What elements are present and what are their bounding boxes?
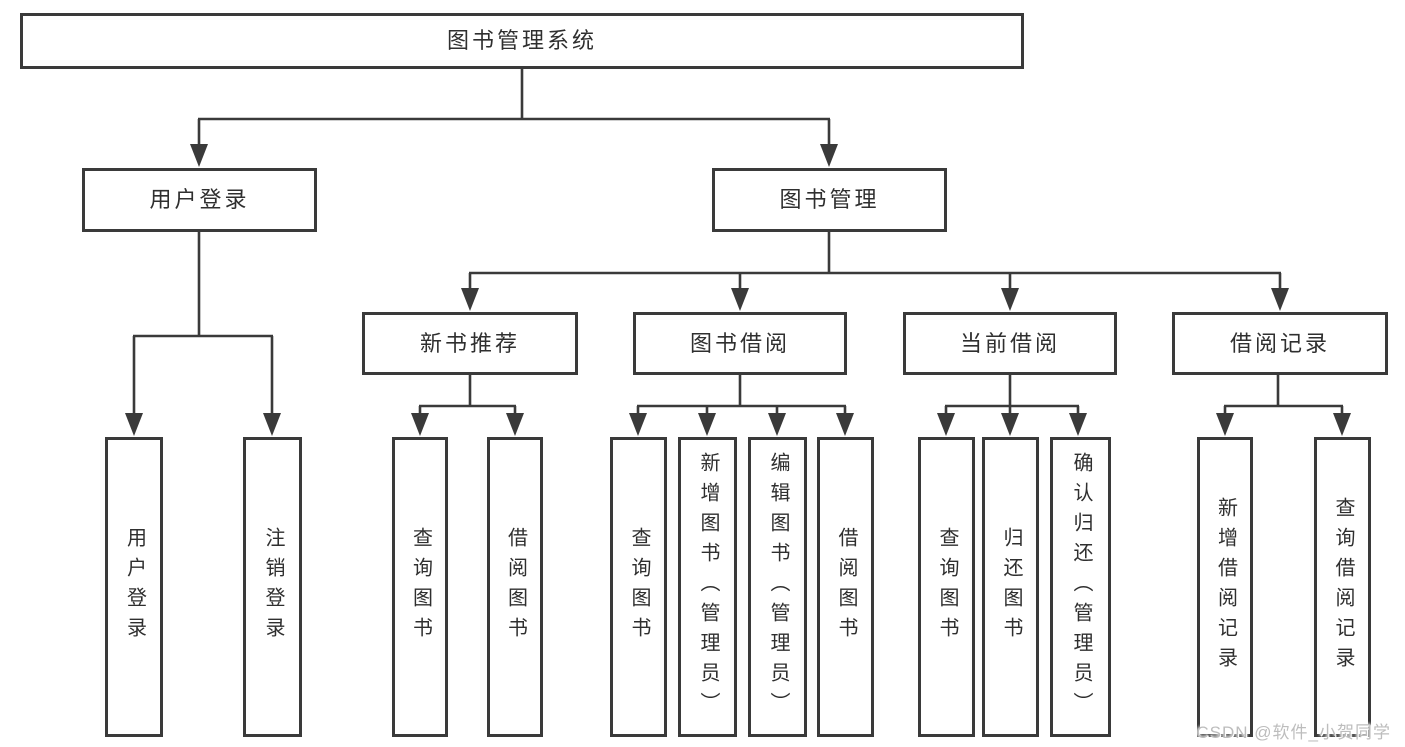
leaf-add-borrow-record: 新增借阅记录 [1197, 437, 1253, 737]
node-new-book-recommend: 新书推荐 [362, 312, 578, 375]
leaf-user-login: 用户登录 [105, 437, 163, 737]
leaf-query-book-c: 查询图书 [918, 437, 975, 737]
node-borrowing-records: 借阅记录 [1172, 312, 1388, 375]
leaf-logout: 注销登录 [243, 437, 302, 737]
node-current-borrowing: 当前借阅 [903, 312, 1117, 375]
leaf-return-book: 归还图书 [982, 437, 1039, 737]
node-book-borrowing: 图书借阅 [633, 312, 847, 375]
leaf-edit-book-admin: 编辑图书（管理员） [748, 437, 807, 737]
node-library-management-system: 图书管理系统 [20, 13, 1024, 69]
node-user-login: 用户登录 [82, 168, 317, 232]
leaf-query-book-b: 查询图书 [610, 437, 667, 737]
node-book-management: 图书管理 [712, 168, 947, 232]
leaf-add-book-admin: 新增图书（管理员） [678, 437, 737, 737]
leaf-query-book-a: 查询图书 [392, 437, 448, 737]
leaf-borrow-book-b: 借阅图书 [817, 437, 874, 737]
leaf-borrow-book-a: 借阅图书 [487, 437, 543, 737]
leaf-query-borrow-record: 查询借阅记录 [1314, 437, 1371, 737]
csdn-watermark: CSDN @软件_小贺同学 [1196, 723, 1391, 742]
leaf-confirm-return-admin: 确认归还（管理员） [1050, 437, 1111, 737]
